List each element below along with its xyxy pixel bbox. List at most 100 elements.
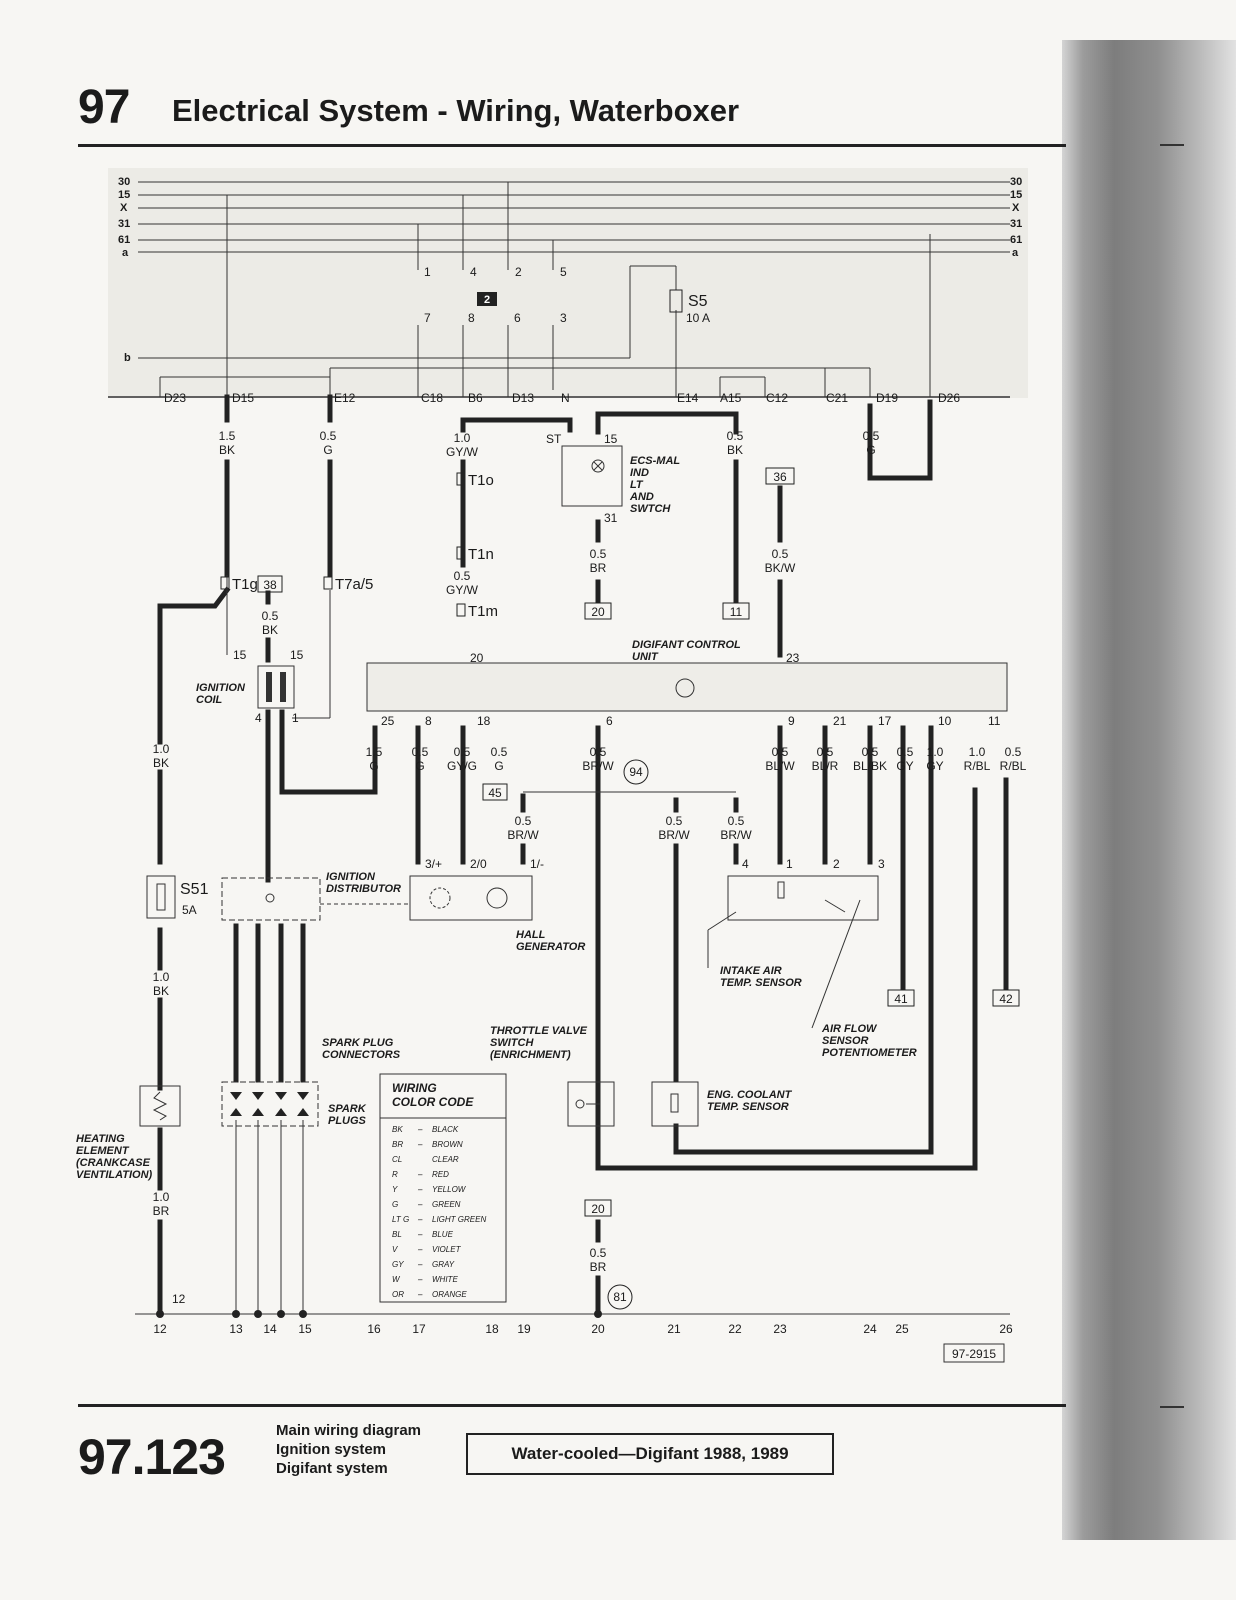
page-binding-shadow	[1062, 40, 1236, 1540]
svg-text:R/BL: R/BL	[964, 759, 991, 773]
svg-text:G: G	[415, 759, 424, 773]
svg-text:3/+: 3/+	[425, 857, 442, 871]
svg-text:IND: IND	[630, 467, 649, 479]
svg-text:–: –	[417, 1245, 423, 1254]
svg-text:0.5: 0.5	[817, 745, 834, 759]
svg-text:SENSOR: SENSOR	[822, 1035, 869, 1047]
svg-text:D13: D13	[512, 391, 534, 405]
svg-text:12: 12	[153, 1322, 167, 1336]
svg-text:10: 10	[938, 714, 952, 728]
terminal-labels: D23 D15 E12 C18 B6 D13 N E14 A15 C12 C21…	[164, 391, 960, 405]
svg-text:0.5: 0.5	[262, 609, 279, 623]
svg-text:1/-: 1/-	[530, 857, 544, 871]
svg-text:9: 9	[788, 714, 795, 728]
fuse-s5-rating: 10 A	[686, 311, 710, 325]
figure-id: 97-2915	[952, 1347, 996, 1361]
svg-text:COIL: COIL	[196, 694, 223, 706]
svg-text:BL/R: BL/R	[812, 759, 839, 773]
svg-text:0.5: 0.5	[666, 814, 683, 828]
svg-text:31: 31	[604, 511, 618, 525]
svg-text:ELEMENT: ELEMENT	[76, 1145, 130, 1157]
svg-text:20: 20	[591, 1322, 605, 1336]
svg-text:BK: BK	[262, 623, 278, 637]
fuse-s51: S51 5A	[146, 875, 209, 919]
svg-text:2: 2	[515, 265, 522, 279]
spark-plugs: SPARK PLUG CONNECTORS SPARK PLUGS	[221, 1037, 401, 1127]
svg-text:20: 20	[591, 605, 605, 619]
svg-text:ECS-MAL: ECS-MAL	[630, 455, 680, 467]
svg-text:COLOR CODE: COLOR CODE	[392, 1095, 474, 1109]
svg-text:1.0: 1.0	[969, 745, 986, 759]
boxed-refs: 36 38 20 11 45 41 42 20	[257, 467, 1020, 1217]
svg-text:1.5: 1.5	[366, 745, 383, 759]
svg-text:–: –	[417, 1215, 423, 1224]
svg-text:T7a/5: T7a/5	[335, 576, 373, 593]
svg-text:6: 6	[514, 311, 521, 325]
svg-text:GREEN: GREEN	[432, 1200, 461, 1209]
svg-text:81: 81	[613, 1290, 627, 1304]
circled-refs: 94 81	[607, 759, 649, 1310]
svg-text:20: 20	[591, 1202, 605, 1216]
svg-text:AIR FLOW: AIR FLOW	[821, 1023, 878, 1035]
svg-text:a: a	[122, 247, 129, 259]
svg-text:VIOLET: VIOLET	[432, 1245, 462, 1254]
svg-text:22: 22	[728, 1322, 742, 1336]
svg-text:(ENRICHMENT): (ENRICHMENT)	[490, 1049, 571, 1061]
svg-text:7: 7	[424, 311, 431, 325]
svg-text:0.5: 0.5	[454, 569, 471, 583]
svg-text:0.5: 0.5	[863, 429, 880, 443]
svg-text:0.5: 0.5	[772, 547, 789, 561]
svg-text:8: 8	[468, 311, 475, 325]
svg-text:IGNITION: IGNITION	[196, 682, 246, 694]
svg-text:D19: D19	[876, 391, 898, 405]
svg-text:D26: D26	[938, 391, 960, 405]
figure-id-box	[943, 1343, 1005, 1363]
svg-text:42: 42	[999, 992, 1013, 1006]
fuse-relay-panel	[108, 168, 1028, 398]
svg-text:–: –	[417, 1125, 423, 1134]
svg-text:X: X	[1012, 202, 1020, 214]
svg-text:18: 18	[485, 1322, 499, 1336]
svg-text:BR: BR	[590, 561, 607, 575]
svg-text:15: 15	[604, 432, 618, 446]
svg-text:–: –	[417, 1185, 423, 1194]
svg-text:IGNITION: IGNITION	[326, 871, 376, 883]
header-rule	[78, 144, 1066, 147]
svg-text:5A: 5A	[182, 903, 197, 917]
svg-text:C18: C18	[421, 391, 443, 405]
svg-text:2/0: 2/0	[470, 857, 487, 871]
svg-text:BR/W: BR/W	[720, 828, 752, 842]
svg-text:11: 11	[730, 605, 743, 619]
svg-text:G: G	[369, 759, 378, 773]
svg-text:RED: RED	[432, 1170, 449, 1179]
svg-text:A15: A15	[720, 391, 742, 405]
svg-text:31: 31	[118, 218, 130, 230]
svg-text:BR: BR	[392, 1140, 403, 1149]
svg-text:1.0: 1.0	[153, 742, 170, 756]
svg-text:b: b	[124, 352, 131, 364]
svg-text:GY/G: GY/G	[447, 759, 477, 773]
svg-text:1.0: 1.0	[153, 1190, 170, 1204]
svg-text:1: 1	[292, 711, 299, 725]
svg-text:E12: E12	[334, 391, 356, 405]
svg-text:31: 31	[1010, 218, 1022, 230]
svg-text:T1m: T1m	[468, 603, 498, 620]
ecu-bottom-pins: 25 8 18 6 9 21 17 10 11	[381, 714, 1001, 728]
svg-text:LIGHT GREEN: LIGHT GREEN	[432, 1215, 486, 1224]
svg-text:–: –	[417, 1200, 423, 1209]
svg-text:15: 15	[290, 648, 304, 662]
svg-text:13: 13	[229, 1322, 243, 1336]
svg-text:–: –	[417, 1260, 423, 1269]
svg-text:POTENTIOMETER: POTENTIOMETER	[822, 1047, 917, 1059]
svg-text:4: 4	[255, 711, 262, 725]
svg-text:–: –	[417, 1275, 423, 1284]
relay-id-label: 2	[484, 294, 490, 306]
page-description-line: Ignition system	[276, 1441, 387, 1458]
relay-id-box	[477, 292, 497, 306]
svg-text:CL: CL	[392, 1155, 402, 1164]
svg-text:HEATING: HEATING	[76, 1133, 125, 1145]
svg-text:94: 94	[629, 765, 643, 779]
svg-text:Y: Y	[392, 1185, 398, 1194]
svg-text:BR/W: BR/W	[507, 828, 539, 842]
